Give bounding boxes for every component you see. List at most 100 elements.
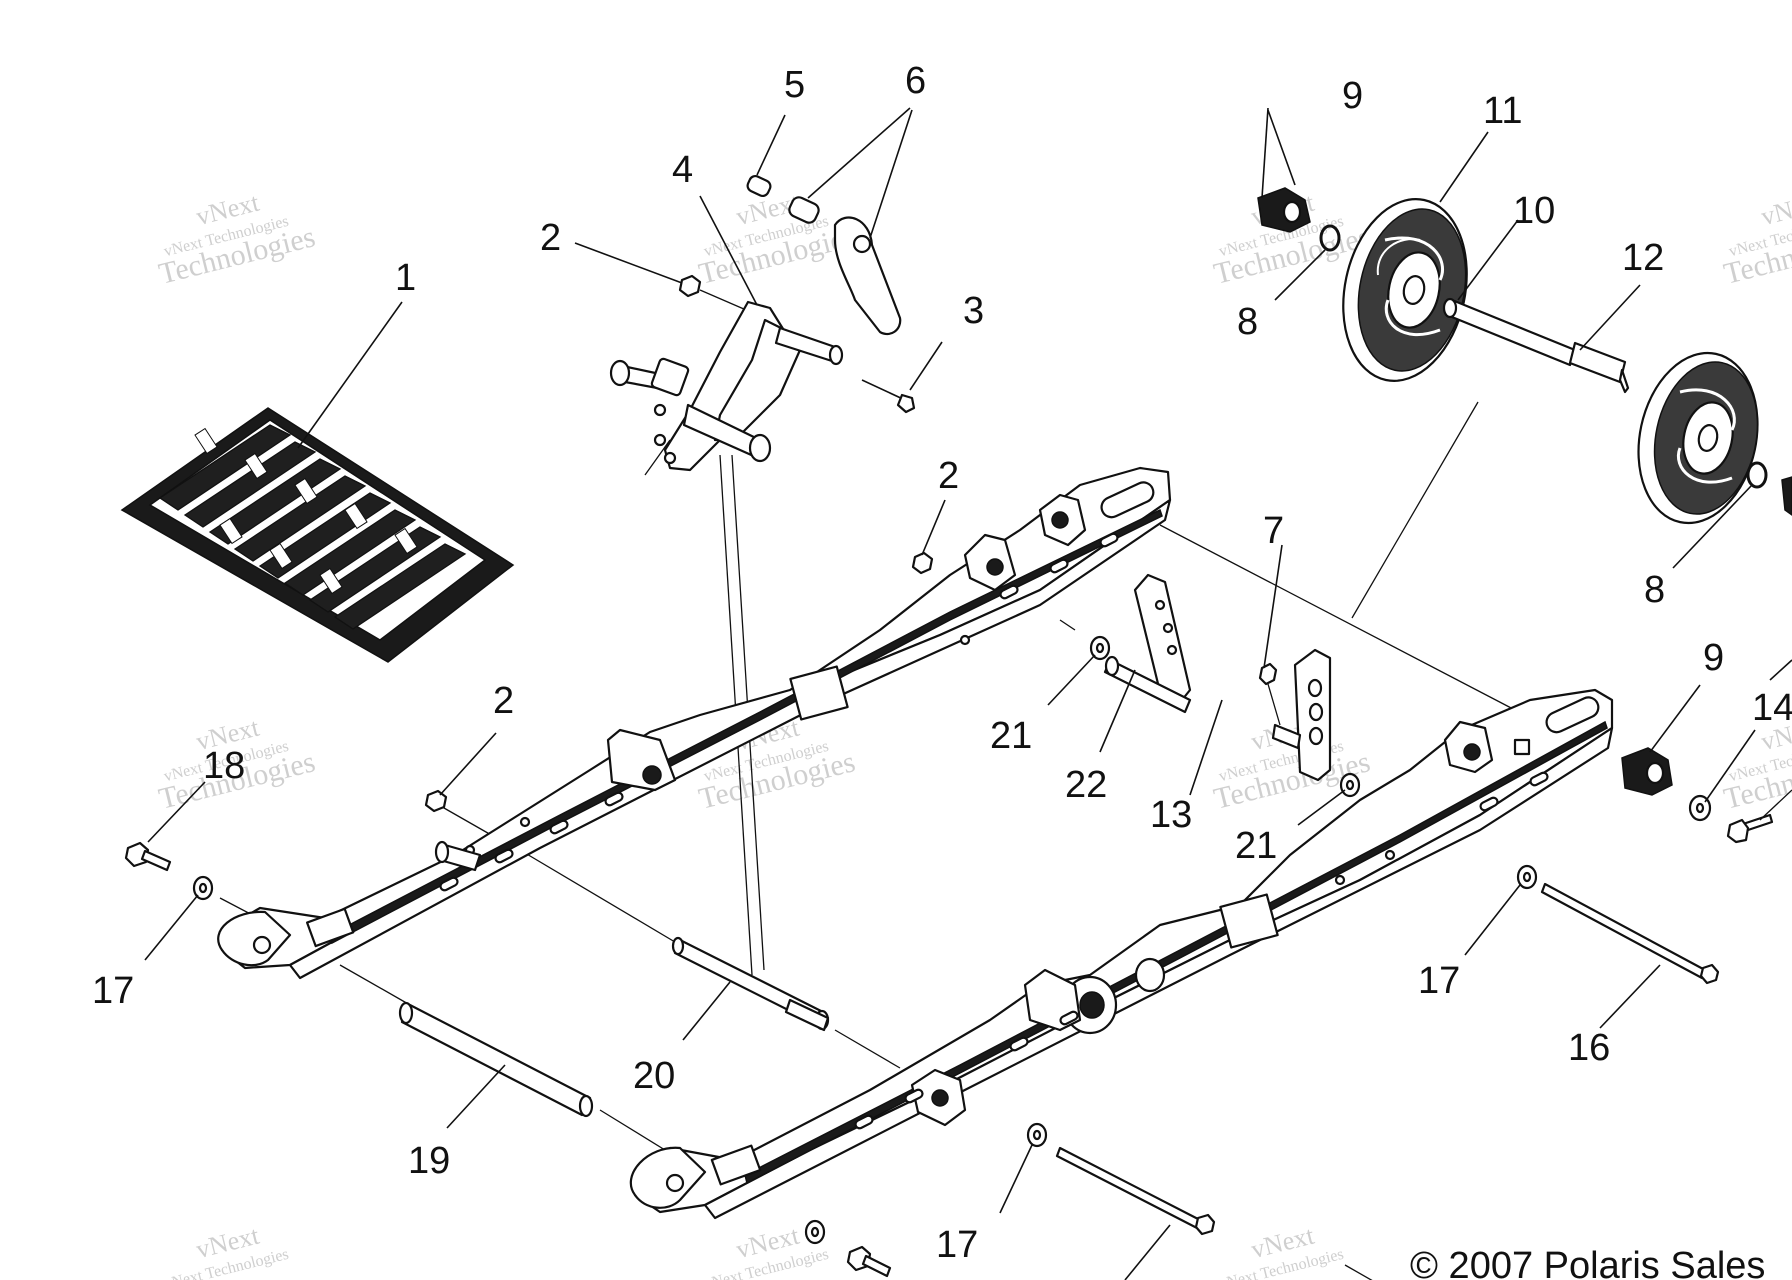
track-mat-clip [394,527,418,555]
washer-hole [1032,1129,1042,1141]
leader-6b [869,109,913,239]
washer-hole [1522,871,1532,883]
leader-13 [1189,699,1223,796]
leader-2c [439,732,497,796]
bracket-sleeve [1271,723,1302,750]
bracket-plate-slot [1307,678,1323,698]
right-rail-front-bushing [931,1089,949,1107]
callout-13: 13 [1150,794,1192,836]
watermark-line1: vNext [1758,187,1792,231]
left-rail-mount-block [789,665,849,721]
callout-17-right: 17 [1418,960,1460,1002]
bracket-hole [1154,599,1166,611]
track-mat-clip [269,542,293,570]
left-rail-pivot-stub [434,840,482,872]
bracket-plate-slot [1308,702,1324,722]
leader-9b [1649,684,1701,753]
arm-mount-block [650,357,690,397]
callout-19: 19 [408,1140,450,1182]
left-rail-hole [519,816,531,828]
pivot-arm-assembly [609,174,916,476]
leader-14 [1704,729,1756,803]
callout-2-top: 2 [540,217,561,259]
callout-21-upper: 21 [990,715,1032,757]
bolt-part-3 [861,379,916,414]
leader-8a [1274,249,1326,301]
watermark-7: vNext vNext Technologies Technologies [1211,712,1374,815]
right-rail [629,688,1614,1220]
left-rail-track-slot [329,508,1163,945]
nut-7-axis [1267,683,1281,726]
bearing-bore [1282,200,1302,224]
watermark-2: vNext vNext Technologies Technologies [696,187,859,290]
bracket-hole [1162,622,1174,634]
shaft-part-16 [1540,882,1720,985]
bolt-part-18 [124,841,172,872]
bearing-bore [1645,761,1665,785]
arm-axis-line [644,439,671,476]
shaft-part-20 [671,936,830,1032]
arm-plate-hole [663,451,677,465]
right-rail-stop [1513,738,1531,756]
axle-part-10 [1442,297,1577,367]
callout-6: 6 [905,60,926,102]
cross-shaft-end [1104,655,1120,677]
right-rail-hole [1384,849,1396,861]
leader-16 [1599,964,1661,1029]
left-rail-slot [1100,481,1155,519]
leader-20 [682,981,731,1041]
left-rail-rear-bushing [986,558,1004,576]
callout-14: 14 [1752,687,1792,729]
callout-20: 20 [633,1055,675,1097]
track-mat-rib [333,543,467,630]
leader-4 [699,195,758,306]
assembly-line-shaft-20-left [519,849,681,946]
left-rail-tip [217,910,292,967]
leader-21a [1047,654,1096,706]
callout-5: 5 [784,64,805,106]
arm-shaft-end [609,359,631,387]
leader-12 [1579,284,1641,351]
leader-11 [1439,131,1489,203]
watermark-4: vNext vNext Technologies Technologies [1721,187,1792,290]
track-mat-clip [219,517,243,545]
left-rail-bracket-bushing [642,765,662,785]
callout-3: 3 [963,290,984,332]
leader-10 [1457,219,1519,301]
callout-1: 1 [395,257,416,299]
curved-block-hole [852,234,872,254]
track-mat-rib [208,458,342,545]
nut-part-7 [1258,662,1278,686]
track-mat-clip [194,427,218,455]
small-hardware [124,551,1792,1278]
right-rail-window-row [854,771,1549,1130]
leader-9a-b [1261,107,1269,199]
track-mat-rib [283,509,417,596]
left-rail [217,466,1172,980]
left-rail-rear-bushing-2 [1051,511,1069,529]
callout-9-top: 9 [1342,75,1363,117]
track-mat-clip [244,452,268,480]
leader-2a [574,242,683,284]
left-rail-front-block [306,907,355,948]
assembly-line-wheel-10 [1351,401,1479,619]
washer-hole [1095,642,1105,654]
leader-6a [807,107,911,199]
snap-ring-part-8-right [1746,461,1768,489]
callout-12: 12 [1622,237,1664,279]
watermark-11: vNext vNext Technologies [1217,1220,1345,1280]
washer-hole [198,882,208,894]
callout-7: 7 [1263,510,1284,552]
idler-wheel-part-11-right [1637,351,1759,525]
leader-17a [144,894,199,961]
arm-plate-hole [653,403,667,417]
leader-22 [1099,669,1136,753]
left-rail-window-row [439,532,1119,892]
watermark-1: vNext vNext Technologies Technologies [156,187,319,290]
bearing-block-edge [1781,476,1792,516]
assembly-line-shaft-10 [1159,524,1516,711]
idler-wheel-part-11 [1342,198,1468,382]
callout-11: 11 [1483,90,1522,132]
watermark-9: vNext vNext Technologies [162,1220,290,1280]
right-rail-mount-block [1219,893,1279,949]
